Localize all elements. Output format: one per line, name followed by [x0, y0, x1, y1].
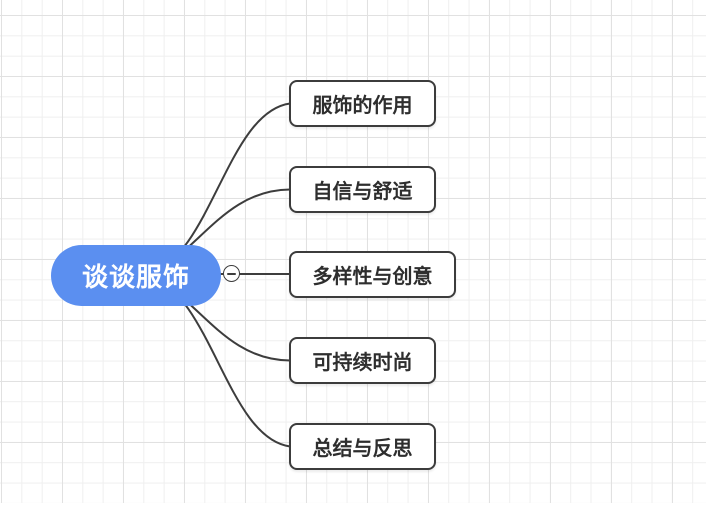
- branch-node-label: 自信与舒适: [312, 181, 413, 203]
- branch-node-label: 服饰的作用: [312, 95, 413, 117]
- root-node[interactable]: 谈谈服饰: [51, 245, 221, 306]
- branch-node-2[interactable]: 自信与舒适: [289, 166, 436, 213]
- branch-node-label: 总结与反思: [312, 438, 413, 460]
- minus-icon: [227, 272, 236, 275]
- branch-node-label: 可持续时尚: [312, 352, 413, 374]
- branch-node-1[interactable]: 服饰的作用: [289, 80, 436, 127]
- branch-node-4[interactable]: 可持续时尚: [289, 337, 436, 384]
- branch-node-label: 多样性与创意: [312, 266, 433, 288]
- branch-node-3[interactable]: 多样性与创意: [289, 251, 456, 298]
- collapse-toggle-button[interactable]: [223, 265, 240, 282]
- branch-node-5[interactable]: 总结与反思: [289, 423, 436, 470]
- root-node-label: 谈谈服饰: [81, 262, 190, 292]
